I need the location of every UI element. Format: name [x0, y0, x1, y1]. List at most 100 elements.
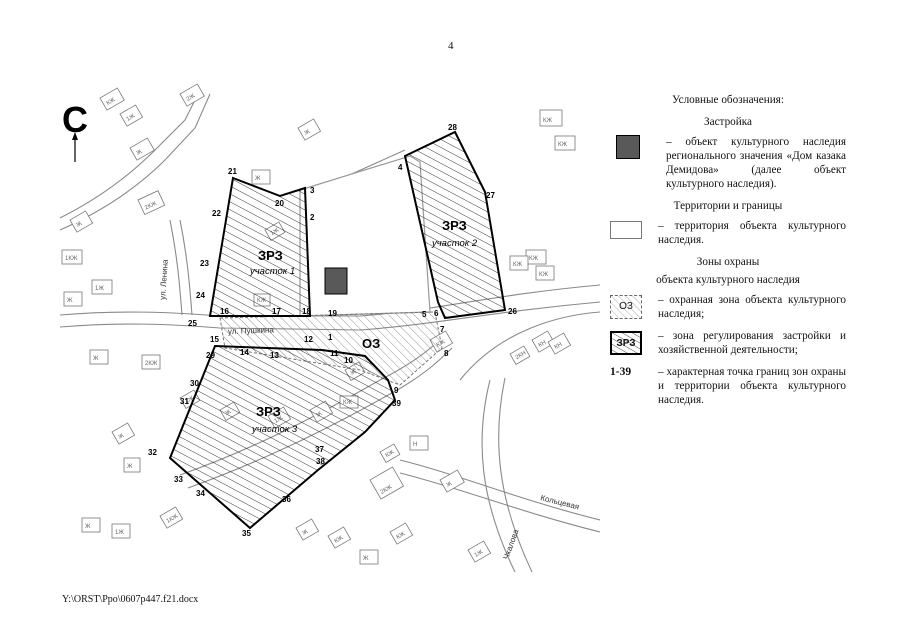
building: Ж: [129, 137, 155, 161]
boundary-point-28: 28: [448, 123, 457, 132]
oz-swatch: ОЗ: [610, 295, 642, 319]
building: КЖ: [379, 443, 401, 463]
zrz-plot-3: [168, 344, 397, 530]
boundary-point-31: 31: [180, 397, 189, 406]
boundary-point-3: 3: [310, 186, 315, 195]
building: 2КЖ: [369, 466, 405, 500]
boundary-point-1: 1: [328, 333, 333, 342]
building: 2КН: [509, 345, 531, 365]
boundary-point-17: 17: [272, 307, 281, 316]
road-west-vert: [179, 219, 193, 316]
boundary-point-32: 32: [148, 448, 157, 457]
boundary-point-8: 8: [444, 349, 449, 358]
zrz-swatch: ЗРЗ: [610, 331, 642, 355]
boundary-point-27: 27: [486, 191, 495, 200]
legend-section-zones-2: объекта культурного наследия: [656, 274, 800, 286]
building: КН: [547, 332, 572, 355]
building: 1КЖ: [159, 506, 184, 529]
road-west-vert-2: [169, 219, 183, 316]
building-label: КЖ: [385, 449, 396, 459]
building-label: 1Ж: [115, 530, 124, 536]
building-label: 2КН: [515, 350, 528, 361]
building: Ж: [81, 517, 101, 533]
boundary-point-36: 36: [282, 495, 291, 504]
building-label: 1Ж: [474, 549, 485, 559]
road-east-curve-2: [498, 377, 533, 572]
building-label: КЖ: [529, 256, 538, 262]
boundary-point-22: 22: [212, 209, 221, 218]
building: Ж: [251, 169, 271, 185]
building-label: Ж: [118, 433, 126, 441]
building: 2КЖ: [141, 354, 161, 370]
building-label: КЖ: [396, 531, 407, 541]
building: КН: [531, 330, 556, 353]
legend-section-build: Застройка: [704, 116, 752, 128]
boundary-point-37: 37: [315, 445, 324, 454]
boundary-point-25: 25: [188, 319, 197, 328]
building: 1Ж: [111, 523, 131, 539]
building: 1Ж: [91, 279, 113, 295]
road-south-east-2: [399, 472, 600, 533]
building: КЖ: [539, 109, 563, 127]
building-label: Ж: [302, 529, 310, 537]
building-label: Ж: [363, 556, 369, 562]
point-symbol: 1-39: [610, 366, 632, 378]
building-label: 1Ж: [185, 395, 196, 405]
building-label: 1КЖ: [166, 513, 180, 525]
building-label: Ж: [136, 149, 144, 157]
zone-labels: ЗРЗ участок 1 ЗРЗ участок 2 ЗРЗ участок …: [249, 218, 478, 435]
building: Ж: [89, 349, 109, 365]
building: КЖ: [389, 522, 414, 545]
boundary-point-4: 4: [398, 163, 403, 172]
boundary-point-24: 24: [196, 291, 205, 300]
building-label: Ж: [255, 176, 261, 182]
legend-section-zones-1: Зоны охраны: [696, 256, 760, 268]
building-label: 2КЖ: [145, 361, 158, 367]
boundary-point-11: 11: [330, 349, 339, 358]
building: КЖ: [99, 87, 125, 111]
building-label: КН: [538, 340, 548, 349]
building: Ж: [295, 518, 320, 541]
boundary-point-39: 39: [392, 399, 401, 408]
boundary-point-38: 38: [316, 457, 325, 466]
building: КЖ: [509, 255, 529, 271]
road-se-ring: [459, 311, 600, 381]
boundary-point-35: 35: [242, 529, 251, 538]
boundary-point-20: 20: [275, 199, 284, 208]
boundary-point-33: 33: [174, 475, 183, 484]
legend-row-zrz: ЗРЗ – зона регулирования застройки и хоз…: [610, 329, 846, 357]
street-label-4: Чкалова: [501, 528, 520, 561]
building-label: 1Ж: [95, 286, 104, 292]
building-label: 2Ж: [186, 93, 197, 103]
boundary-point-5: 5: [422, 310, 427, 319]
legend-row-territory: – территория объекта культурного наследи…: [610, 219, 846, 247]
zone-3-label: участок 3: [251, 424, 298, 435]
page-number: 4: [448, 40, 454, 52]
boundary-point-7: 7: [440, 325, 445, 334]
building-label: 1Ж: [126, 113, 137, 123]
building: КЖ: [525, 249, 547, 265]
boundary-point-16: 16: [220, 307, 229, 316]
building: Ж: [439, 469, 465, 493]
boundary-point-18: 18: [302, 307, 311, 316]
building: 2КЖ: [137, 190, 166, 216]
boundary-point-12: 12: [304, 335, 313, 344]
road-east-curve: [481, 379, 516, 572]
boundary-point-23: 23: [200, 259, 209, 268]
footer-file-path: Y:\ORST\Ppo\0607p447.f21.docx: [62, 594, 199, 605]
building-label: Ж: [127, 464, 133, 470]
boundary-point-6: 6: [434, 309, 439, 318]
north-arrow: С: [62, 99, 88, 162]
heritage-object: [324, 267, 348, 295]
legend-object-text: – объект культурного наследия региональн…: [666, 136, 846, 190]
oz-swatch-label: ОЗ: [619, 301, 633, 312]
legend-terr-text: – территория объекта культурного наследи…: [658, 220, 846, 246]
building-label: 2КЖ: [144, 201, 158, 212]
building-label: Ж: [304, 129, 312, 137]
road-north-west: [60, 89, 201, 219]
zone-1-label: участок 1: [249, 266, 295, 277]
building: КЖ: [535, 265, 555, 281]
boundary-point-15: 15: [210, 335, 219, 344]
